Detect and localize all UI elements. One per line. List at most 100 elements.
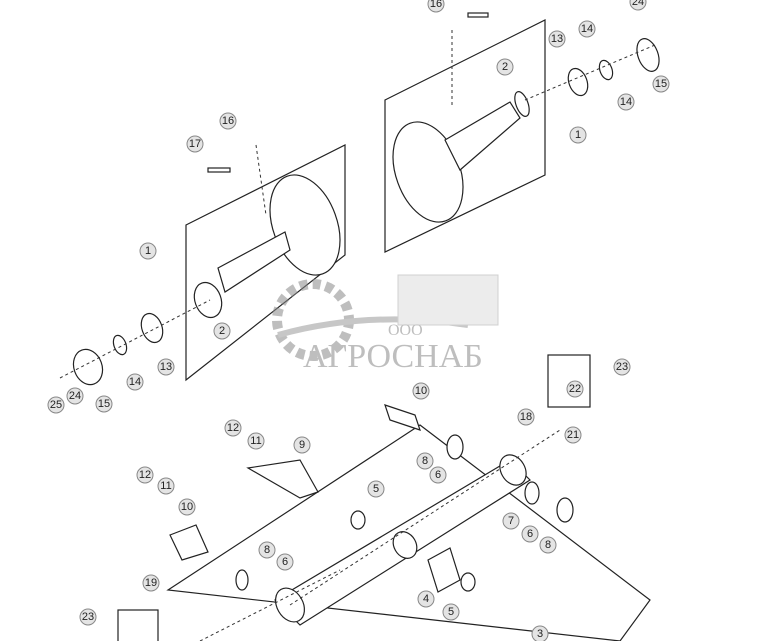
callout-bubble <box>412 382 430 400</box>
callout-label: 15 <box>98 398 110 410</box>
callout-8: 8 <box>258 541 276 559</box>
callout-label: 2 <box>219 325 225 337</box>
callout-label: 4 <box>423 593 429 605</box>
callout-25: 25 <box>47 396 65 414</box>
callout-13: 13 <box>157 358 175 376</box>
callout-bubble <box>219 112 237 130</box>
callout-16: 16 <box>219 112 237 130</box>
callout-bubble <box>569 126 587 144</box>
callout-bubble <box>224 419 242 437</box>
callout-10: 10 <box>412 382 430 400</box>
callout-label: 17 <box>189 138 201 150</box>
callout-label: 3 <box>537 628 543 640</box>
callout-bubble <box>442 603 460 621</box>
callout-label: 12 <box>227 422 239 434</box>
callout-label: 6 <box>435 469 441 481</box>
callout-label: 5 <box>448 606 454 618</box>
callout-12: 12 <box>136 466 154 484</box>
shaft-assembly-right <box>384 12 660 253</box>
callout-18: 18 <box>517 408 535 426</box>
callout-label: 25 <box>50 399 62 411</box>
callout-19: 19 <box>142 574 160 592</box>
callout-bubble <box>652 75 670 93</box>
callout-label: 24 <box>632 0 644 8</box>
callout-label: 16 <box>430 0 442 10</box>
callout-bubble <box>178 498 196 516</box>
callout-8: 8 <box>416 452 434 470</box>
callout-15: 15 <box>652 75 670 93</box>
callout-bubble <box>367 480 385 498</box>
callout-label: 18 <box>520 411 532 423</box>
callout-label: 13 <box>551 33 563 45</box>
callout-1: 1 <box>139 242 157 260</box>
callout-bubble <box>258 541 276 559</box>
callout-bubble <box>548 30 566 48</box>
callout-16: 16 <box>427 0 445 13</box>
callout-bubble <box>136 466 154 484</box>
callout-bubble <box>79 608 97 626</box>
callout-9: 9 <box>293 436 311 454</box>
callout-label: 13 <box>160 361 172 373</box>
callout-11: 11 <box>157 477 175 495</box>
callout-label: 14 <box>620 96 632 108</box>
callout-bubble <box>293 436 311 454</box>
callout-label: 14 <box>581 23 593 35</box>
callout-23: 23 <box>613 358 631 376</box>
shaft-assembly-left <box>59 144 346 386</box>
callout-label: 8 <box>422 455 428 467</box>
callout-bubble <box>142 574 160 592</box>
callout-label: 6 <box>282 556 288 568</box>
callout-5: 5 <box>442 603 460 621</box>
callout-4: 4 <box>417 590 435 608</box>
callout-bubble <box>186 135 204 153</box>
callout-24: 24 <box>629 0 647 11</box>
callout-1: 1 <box>569 126 587 144</box>
callout-label: 1 <box>145 245 151 257</box>
callout-bubble <box>157 358 175 376</box>
callout-15: 15 <box>95 395 113 413</box>
callout-label: 16 <box>222 115 234 127</box>
callout-bubble <box>578 20 596 38</box>
callout-12: 12 <box>224 419 242 437</box>
callout-bubble <box>247 432 265 450</box>
callout-label: 11 <box>250 435 261 447</box>
callout-3: 3 <box>531 625 549 641</box>
callout-6: 6 <box>276 553 294 571</box>
callout-bubble <box>539 536 557 554</box>
callout-label: 9 <box>299 439 305 451</box>
callout-label: 8 <box>545 539 551 551</box>
callout-2: 2 <box>496 58 514 76</box>
callout-14: 14 <box>617 93 635 111</box>
callout-bubble <box>502 512 520 530</box>
callout-label: 15 <box>655 78 667 90</box>
callout-bubble <box>429 466 447 484</box>
callout-label: 23 <box>616 361 628 373</box>
callout-22: 22 <box>566 380 584 398</box>
callout-bubble <box>95 395 113 413</box>
callout-label: 23 <box>82 611 94 623</box>
callout-label: 7 <box>508 515 514 527</box>
callout-bubble <box>629 0 647 11</box>
callout-label: 12 <box>139 469 151 481</box>
callout-17: 17 <box>186 135 204 153</box>
callout-label: 8 <box>264 544 270 556</box>
callout-bubble <box>517 408 535 426</box>
callout-bubble <box>617 93 635 111</box>
callout-21: 21 <box>564 426 582 444</box>
callout-14: 14 <box>578 20 596 38</box>
callout-bubble <box>427 0 445 13</box>
callout-label: 24 <box>69 390 81 402</box>
callout-24: 24 <box>66 387 84 405</box>
agrosnab-watermark-logo: ООО АГРОСНАБ <box>272 274 499 375</box>
callout-bubble <box>531 625 549 641</box>
callout-10: 10 <box>178 498 196 516</box>
callout-label: 21 <box>567 429 579 441</box>
callout-label: 6 <box>527 528 533 540</box>
callout-bubble <box>276 553 294 571</box>
callout-bubble <box>521 525 539 543</box>
callout-2: 2 <box>213 322 231 340</box>
callout-label: 10 <box>415 385 427 397</box>
callout-bubble <box>613 358 631 376</box>
